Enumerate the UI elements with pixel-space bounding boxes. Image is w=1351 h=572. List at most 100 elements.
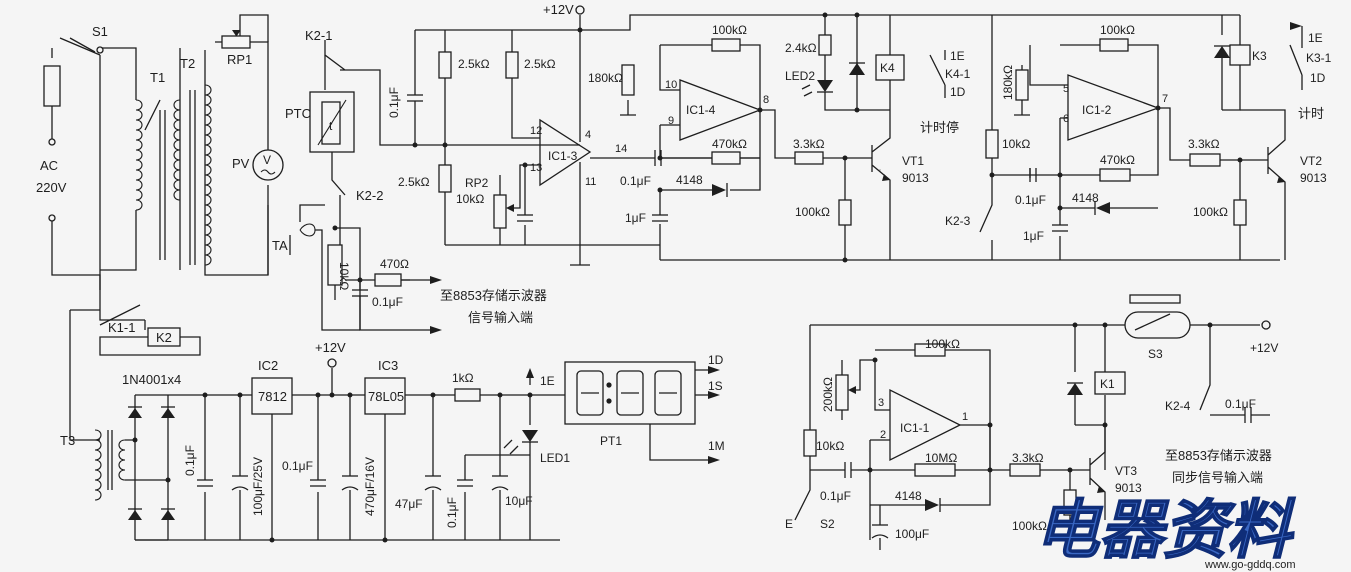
relay-k1-k2 [99, 304, 201, 356]
switch-s1 [69, 37, 104, 54]
label-pin8: 8 [763, 94, 769, 106]
label-s1: S1 [92, 24, 108, 39]
label-vt1-part: 9013 [902, 171, 929, 185]
label-r-10m: 10MΩ [925, 451, 957, 465]
transformer-t1 [135, 99, 181, 260]
watermark-url: www.go-gddq.com [1204, 559, 1296, 571]
label-t3: T3 [60, 433, 75, 448]
label-vt1: VT1 [902, 154, 924, 168]
label-k2: K2 [156, 330, 172, 345]
label-e: E [785, 517, 793, 531]
transformer-t2 [189, 84, 212, 266]
label-ac: AC [40, 158, 58, 173]
ac-input [43, 65, 61, 222]
label-r-180k-b: 180kΩ [1001, 65, 1015, 100]
voltmeter-pv [252, 149, 284, 181]
label-rp2: RP2 [465, 176, 489, 190]
label-k2-3: K2-3 [945, 214, 971, 228]
label-pv: PV [232, 156, 250, 171]
label-r-470k-b: 470kΩ [1100, 153, 1135, 167]
label-r-10k-b: 10kΩ [1002, 137, 1030, 151]
label-k2-2: K2-2 [356, 188, 383, 203]
label-c-ta: 0.1μF [372, 295, 403, 309]
label-220v: 220V [36, 180, 67, 195]
ic1-2-stage [979, 15, 1260, 260]
label-vt2-part: 9013 [1300, 171, 1327, 185]
label-pin2: 2 [880, 429, 886, 441]
label-vt2: VT2 [1300, 154, 1322, 168]
label-c-ic2-bulk: 100μF/25V [251, 457, 265, 516]
label-k4-1: K4-1 [945, 67, 971, 81]
label-r-100k-a: 100kΩ [712, 23, 747, 37]
label-vt3-part: 9013 [1115, 481, 1142, 495]
label-r-25c: 2.5kΩ [398, 175, 430, 189]
label-1s: 1S [708, 379, 723, 393]
label-pin9: 9 [668, 115, 674, 127]
label-k3-d: 1D [1310, 71, 1326, 85]
label-d-4148-a: 4148 [676, 173, 703, 187]
label-12v-right: +12V [1250, 341, 1278, 355]
label-k4-d: 1D [950, 85, 966, 99]
label-r-100k-b: 100kΩ [795, 205, 830, 219]
label-pin12: 12 [530, 125, 542, 137]
label-k4: K4 [880, 61, 895, 75]
label-r-180k-a: 180kΩ [588, 71, 623, 85]
label-r-33k-b: 3.3kΩ [1188, 137, 1220, 151]
label-r-470k-a: 470kΩ [712, 137, 747, 151]
label-c-ic2-out: 0.1μF [282, 459, 313, 473]
label-s2: S2 [820, 517, 835, 531]
label-c-in: 0.1μF [387, 87, 401, 118]
label-ta: TA [272, 238, 288, 253]
label-k2-1: K2-1 [305, 28, 332, 43]
label-ic1-1: IC1-1 [900, 421, 930, 435]
label-ic2: IC2 [258, 358, 278, 373]
label-k3: K3 [1252, 49, 1267, 63]
label-r-100k-e: 100kΩ [925, 337, 960, 351]
display-colon-dot [606, 382, 612, 388]
label-pin7: 7 [1162, 93, 1168, 105]
label-ic1-4: IC1-4 [686, 103, 716, 117]
label-t2: T2 [180, 56, 195, 71]
label-rp2-val: 10kΩ [456, 192, 484, 206]
label-k1: K1 [1100, 377, 1115, 391]
label-1d: 1D [708, 353, 724, 367]
label-k4-e: 1E [950, 49, 965, 63]
power-regulators [135, 358, 570, 543]
label-scope-sync: 至8853存储示波器 [1165, 448, 1272, 463]
label-c-100u: 100μF [895, 527, 929, 541]
transformer-t3-bridge [94, 394, 175, 541]
watermark: 电器资料 www.go-gddq.com [1034, 493, 1296, 571]
label-r-25a: 2.5kΩ [458, 57, 490, 71]
label-scope-sync2: 同步信号输入端 [1172, 470, 1263, 485]
label-ic1-2: IC1-2 [1082, 103, 1112, 117]
label-scope-input2: 信号输入端 [468, 310, 533, 325]
label-pt1: PT1 [600, 434, 622, 448]
label-diodes: 1N4001x4 [122, 372, 181, 387]
label-v-symbol: V [263, 153, 271, 167]
label-k3-e: 1E [1308, 31, 1323, 45]
label-c-10: 10μF [505, 494, 533, 508]
label-pin4: 4 [585, 129, 591, 141]
label-d-4148-b: 4148 [1072, 191, 1099, 205]
label-rp1: RP1 [227, 52, 252, 67]
label-r-100k-f: 100kΩ [1012, 519, 1047, 533]
watermark-title: 电器资料 [1035, 494, 1296, 566]
label-timer: 计时 [1298, 106, 1324, 121]
label-t1: T1 [150, 70, 165, 85]
label-pin10: 10 [665, 79, 677, 91]
label-pin13: 13 [530, 162, 542, 174]
vt1-k4-stage [801, 12, 946, 260]
label-r-1k: 1kΩ [452, 371, 474, 385]
label-ic2-part: 7812 [258, 389, 287, 404]
component-labels: S1 T1 T2 RP1 K2-1 AC 220V PTC t PV V K2-… [36, 2, 1332, 541]
potentiometer-rp1 [221, 29, 251, 49]
label-ic1-3: IC1-3 [548, 149, 578, 163]
label-c-ic3-bulk: 470μF/16V [363, 457, 377, 516]
display-pt1 [564, 361, 720, 464]
label-led2: LED2 [785, 69, 815, 83]
label-led1: LED1 [540, 451, 570, 465]
label-pin6: 6 [1063, 113, 1069, 125]
label-t-symbol: t [329, 119, 333, 133]
label-1m: 1M [708, 439, 725, 453]
